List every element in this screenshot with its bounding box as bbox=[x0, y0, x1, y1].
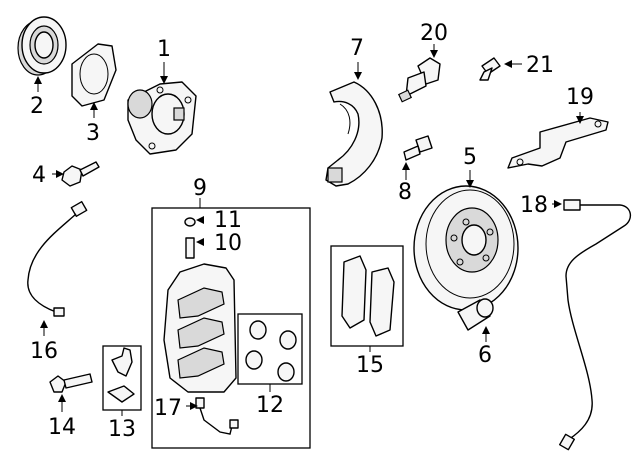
callout-10: 10 bbox=[214, 231, 242, 256]
caliper-group bbox=[151, 198, 311, 449]
callout-13: 13 bbox=[108, 417, 136, 442]
callout-6: 6 bbox=[478, 343, 492, 368]
brake-pad-group bbox=[330, 245, 404, 347]
wheel-bearing bbox=[17, 16, 67, 76]
callout-11: 11 bbox=[214, 208, 242, 233]
splash-shield bbox=[325, 81, 383, 187]
callout-17: 17 bbox=[154, 396, 182, 421]
callout-12: 12 bbox=[256, 393, 284, 418]
callout-labels: 1 2 3 4 5 6 7 8 9 10 11 12 13 14 15 16 1… bbox=[30, 21, 594, 442]
brake-rotor bbox=[413, 185, 519, 311]
wheel-hub bbox=[127, 81, 197, 155]
callout-4: 4 bbox=[32, 163, 46, 188]
caliper-bolt bbox=[49, 373, 93, 393]
callout-15: 15 bbox=[356, 353, 384, 378]
callout-18: 18 bbox=[520, 193, 548, 218]
small-bolt-21 bbox=[479, 57, 501, 81]
bolt bbox=[61, 161, 100, 187]
callout-7: 7 bbox=[350, 36, 364, 61]
callout-5: 5 bbox=[463, 145, 477, 170]
callout-16: 16 bbox=[30, 339, 58, 364]
shield-bolt bbox=[403, 135, 433, 161]
callout-14: 14 bbox=[48, 415, 76, 440]
wear-sensor-wire bbox=[27, 200, 88, 317]
callout-19: 19 bbox=[566, 85, 594, 110]
leader-lines bbox=[34, 44, 584, 416]
callout-9: 9 bbox=[193, 176, 207, 201]
abs-sensor bbox=[397, 57, 441, 103]
callout-3: 3 bbox=[86, 121, 100, 146]
gasket bbox=[71, 43, 117, 107]
callout-21: 21 bbox=[526, 53, 554, 78]
callout-8: 8 bbox=[398, 180, 412, 205]
guide-sleeve bbox=[457, 298, 494, 331]
callout-1: 1 bbox=[157, 37, 171, 62]
callout-2: 2 bbox=[30, 94, 44, 119]
hose-bracket bbox=[507, 117, 609, 169]
clip-group bbox=[102, 345, 142, 411]
brake-hose bbox=[558, 199, 631, 451]
callout-20: 20 bbox=[420, 21, 448, 46]
